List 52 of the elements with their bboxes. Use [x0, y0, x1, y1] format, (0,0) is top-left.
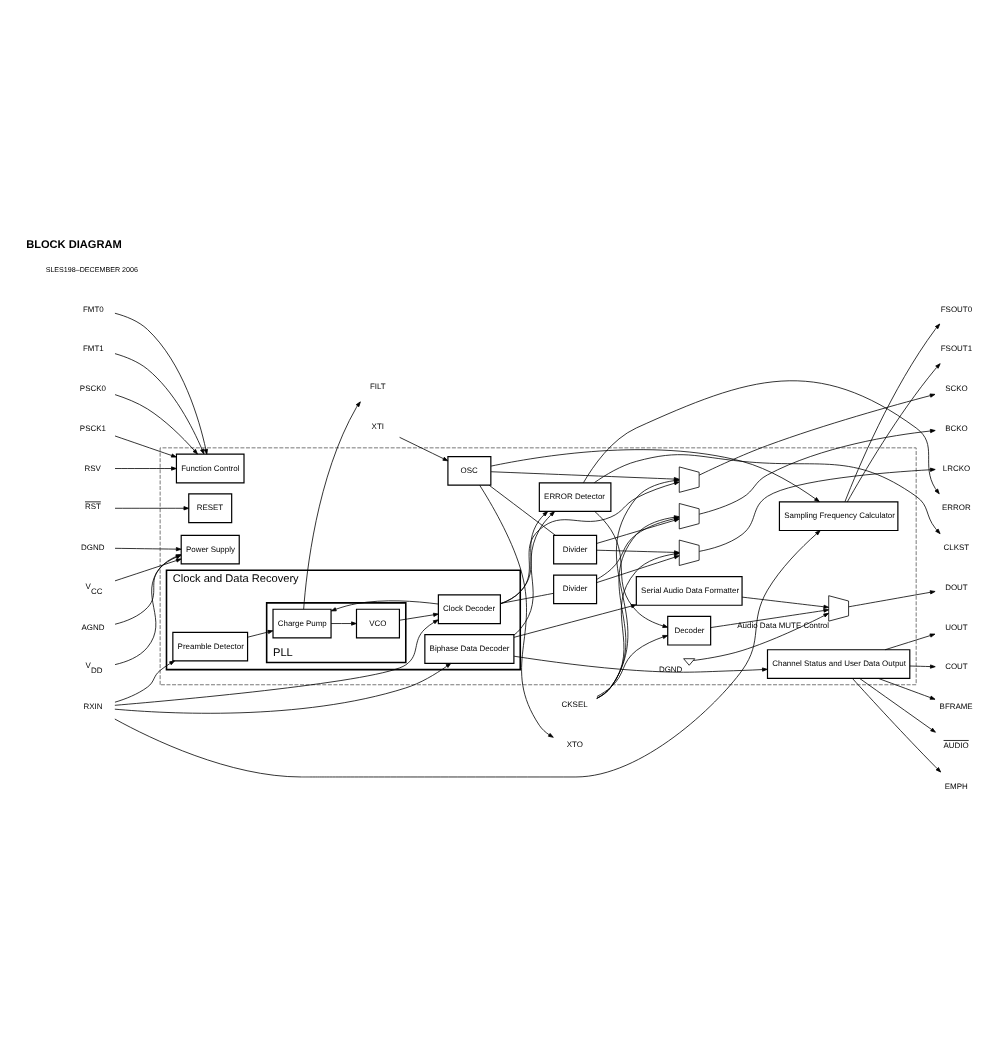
node-trapezoid: [678, 466, 700, 493]
arrow: [114, 619, 439, 706]
arrow: [884, 633, 936, 651]
arrow: [596, 635, 669, 697]
node-trapezoid: [678, 503, 700, 530]
arrow: [490, 449, 820, 503]
arrow: [303, 401, 361, 610]
arrow: [878, 678, 936, 700]
node-triangle: [683, 658, 696, 666]
arrow: [330, 621, 357, 626]
arrow: [593, 454, 941, 535]
arrow: [114, 660, 175, 703]
arrow: [114, 435, 177, 458]
arrow: [583, 380, 940, 495]
arrow: [698, 467, 936, 552]
arrow: [852, 678, 942, 773]
arrow: [710, 608, 830, 628]
arrow: [114, 506, 190, 511]
arrow: [114, 554, 182, 665]
arrow: [114, 554, 182, 625]
arrow: [741, 596, 829, 609]
arrow: [844, 323, 941, 503]
arrow: [479, 484, 554, 738]
arrow: [513, 511, 555, 636]
arrow: [848, 590, 936, 608]
arrow: [399, 436, 449, 462]
arrow: [594, 511, 669, 628]
arrow: [909, 664, 936, 669]
arrow: [692, 612, 829, 661]
connector: [500, 592, 554, 604]
arrow: [698, 428, 936, 515]
arrow: [114, 662, 452, 714]
arrow: [846, 363, 941, 503]
node-trapezoid: [678, 539, 700, 566]
arrow: [698, 393, 936, 476]
arrow: [114, 558, 182, 582]
arrow: [596, 555, 680, 583]
arrow: [500, 511, 549, 605]
arrow: [114, 530, 821, 778]
arrow: [247, 629, 274, 638]
arrow: [114, 547, 182, 552]
arrow: [399, 612, 439, 621]
connector: [488, 484, 556, 536]
arrow: [859, 678, 936, 733]
node-trapezoid: [828, 595, 849, 622]
arrow: [114, 394, 198, 455]
arrow: [114, 353, 205, 455]
arrow: [330, 600, 439, 612]
arrow: [513, 604, 637, 638]
arrow: [114, 312, 208, 455]
arrow: [513, 655, 768, 673]
arrow: [114, 466, 177, 471]
